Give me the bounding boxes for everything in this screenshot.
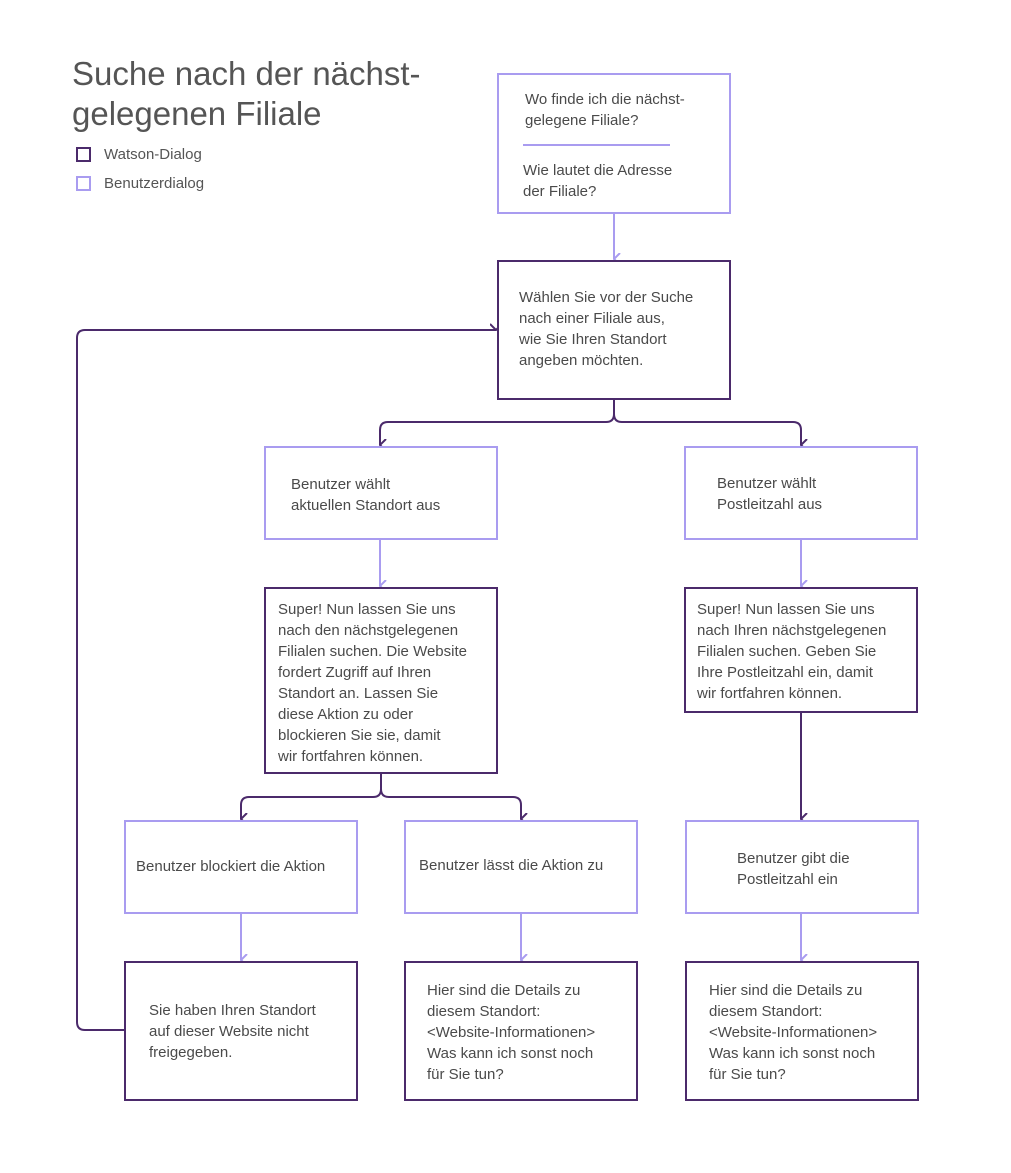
question-divider — [523, 144, 670, 146]
node-watson-enter-postal: Super! Nun lassen Sie uns nach Ihren näc… — [684, 587, 918, 713]
node-user-postal-code: Benutzer wählt Postleitzahl aus — [684, 446, 918, 540]
edge-loop-back — [76, 330, 496, 1031]
diagram-title: Suche nach der nächst-gelegenen Filiale — [72, 54, 421, 134]
node-watson-details-2: Hier sind die Details zu diesem Standort… — [685, 961, 919, 1101]
title-line-1: Suche nach der nächst- — [72, 55, 421, 92]
edge-access-to-blocks — [240, 774, 382, 819]
node-user-current-location: Benutzer wählt aktuellen Standort aus — [264, 446, 498, 540]
node-watson-not-shared: Sie haben Ihren Standort auf dieser Webs… — [124, 961, 358, 1101]
node-user-blocks: Benutzer blockiert die Aktion — [124, 820, 358, 914]
node-user-enters-postal: Benutzer gibt die Postleitzahl ein — [685, 820, 919, 914]
legend-label-watson: Watson-Dialog — [104, 146, 202, 163]
edge-choose-to-current — [379, 400, 615, 445]
legend: Watson-Dialog Benutzerdialog — [76, 140, 204, 198]
watson-swatch — [76, 147, 91, 162]
node-watson-details-1: Hier sind die Details zu diesem Standort… — [404, 961, 638, 1101]
legend-item-watson: Watson-Dialog — [76, 140, 204, 169]
user-swatch — [76, 176, 91, 191]
node-user-allows: Benutzer lässt die Aktion zu — [404, 820, 638, 914]
node-watson-location-access: Super! Nun lassen Sie uns nach den nächs… — [264, 587, 498, 774]
legend-item-user: Benutzerdialog — [76, 169, 204, 198]
title-line-2: gelegenen Filiale — [72, 95, 322, 132]
edge-access-to-allows — [380, 788, 521, 819]
node-start-q1: Wo finde ich die nächst- gelegene Filial… — [525, 91, 685, 129]
legend-label-user: Benutzerdialog — [104, 175, 205, 192]
node-start-questions: Wo finde ich die nächst- gelegene Filial… — [497, 73, 731, 214]
node-choose-location: Wählen Sie vor der Suche nach einer Fili… — [497, 260, 731, 400]
edge-choose-to-postal — [613, 413, 801, 445]
node-start-q2: Wie lautet die Adresse der Filiale? — [523, 162, 673, 200]
